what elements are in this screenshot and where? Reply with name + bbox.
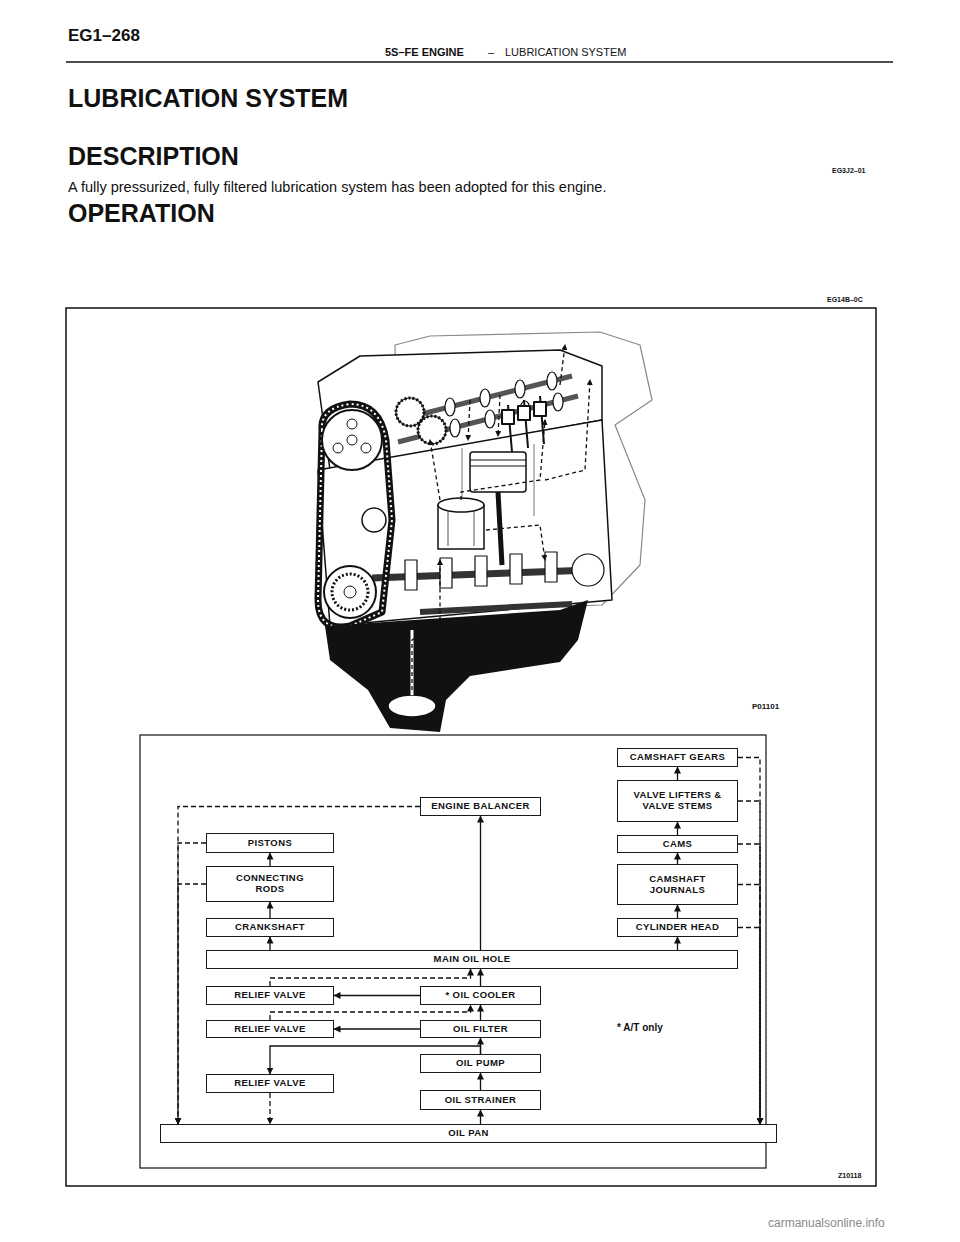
box-label: RELIEF VALVE bbox=[234, 990, 305, 1001]
process-box: OIL STRAINER bbox=[420, 1090, 541, 1110]
process-box: CAMSHAFT JOURNALS bbox=[617, 864, 738, 905]
engine-drawing bbox=[318, 332, 652, 732]
header-section: 5S–FE ENGINE bbox=[385, 46, 464, 58]
return-flow-arrow bbox=[738, 928, 760, 1125]
header-rule bbox=[66, 61, 893, 63]
oil-flow-arrow bbox=[677, 767, 678, 780]
return-flow-arrow bbox=[738, 801, 760, 1124]
chart-frame bbox=[140, 735, 766, 1168]
box-label: CAMSHAFT JOURNALS bbox=[640, 874, 716, 896]
description-text: A fully pressurized, fully filtered lubr… bbox=[68, 179, 606, 195]
box-label: CRANKSHAFT bbox=[235, 922, 305, 933]
box-label: * OIL COOLER bbox=[445, 990, 515, 1001]
box-label: PISTONS bbox=[248, 838, 292, 849]
box-label: CAMS bbox=[663, 839, 693, 850]
box-label: OIL STRAINER bbox=[445, 1095, 517, 1106]
watermark: carmanualsonline.info bbox=[768, 1216, 885, 1230]
box-label: CONNECTING RODS bbox=[234, 873, 306, 895]
box-label: RELIEF VALVE bbox=[234, 1024, 305, 1035]
oil-pan-band: OIL PAN bbox=[160, 1124, 777, 1143]
process-box: OIL PUMP bbox=[420, 1054, 541, 1073]
oil-flow-arrow bbox=[480, 1073, 481, 1090]
process-box: CONNECTING RODS bbox=[206, 866, 334, 902]
oil-flow-arrow bbox=[334, 995, 420, 996]
oil-flow-arrow bbox=[480, 1005, 481, 1020]
figure-code: P01101 bbox=[752, 702, 779, 711]
process-box: PISTONS bbox=[206, 833, 334, 853]
process-box: RELIEF VALVE bbox=[206, 1020, 334, 1038]
reference-code: EG14B–0C bbox=[827, 296, 863, 303]
figure-code: Z10118 bbox=[838, 1172, 861, 1179]
oil-flow-arrow bbox=[677, 822, 678, 835]
process-box: CRANKSHAFT bbox=[206, 918, 334, 937]
return-flow-arrow bbox=[738, 844, 760, 1124]
oil-flow-arrow bbox=[480, 816, 481, 950]
header-topic: LUBRICATION SYSTEM bbox=[505, 46, 626, 58]
figure-frame bbox=[66, 308, 876, 1186]
footnote: * A/T only bbox=[617, 1022, 663, 1033]
process-box: * OIL COOLER bbox=[420, 986, 541, 1005]
process-box: MAIN OIL HOLE bbox=[206, 950, 738, 969]
box-label: OIL PUMP bbox=[456, 1058, 505, 1069]
box-label: RELIEF VALVE bbox=[234, 1078, 305, 1089]
oil-flow-arrow bbox=[677, 905, 678, 918]
return-flow-arrow bbox=[270, 969, 471, 986]
page-number: EG1–268 bbox=[68, 26, 140, 46]
box-label: VALVE LIFTERS & VALVE STEMS bbox=[633, 790, 723, 812]
process-box: CAMSHAFT GEARS bbox=[617, 748, 738, 767]
oil-flow-arrow bbox=[334, 1028, 420, 1029]
header-dash: – bbox=[488, 46, 494, 58]
oil-flow-arrow bbox=[269, 937, 270, 950]
process-box: ENGINE BALANCER bbox=[420, 797, 541, 816]
process-box: RELIEF VALVE bbox=[206, 986, 334, 1005]
page-title: LUBRICATION SYSTEM bbox=[68, 84, 348, 113]
box-label: ENGINE BALANCER bbox=[431, 801, 529, 812]
return-flow-arrow bbox=[178, 884, 206, 1124]
return-flow-arrow bbox=[738, 885, 760, 1125]
process-box: RELIEF VALVE bbox=[206, 1074, 334, 1093]
section-heading: OPERATION bbox=[68, 199, 215, 228]
oil-flow-arrow bbox=[269, 853, 270, 866]
process-box: VALVE LIFTERS & VALVE STEMS bbox=[617, 780, 738, 822]
oil-flow-arrow bbox=[677, 853, 678, 864]
box-label: OIL PAN bbox=[448, 1128, 488, 1139]
return-flow-arrow bbox=[738, 758, 760, 1125]
reference-code: EG3J2–01 bbox=[832, 167, 865, 174]
oil-flow-arrow bbox=[269, 902, 270, 918]
oil-flow-arrow bbox=[677, 937, 678, 950]
process-box: OIL FILTER bbox=[420, 1020, 541, 1038]
box-label: CAMSHAFT GEARS bbox=[630, 752, 725, 763]
oil-flow-arrow bbox=[480, 969, 481, 986]
box-label: OIL FILTER bbox=[453, 1024, 508, 1035]
return-flow-arrow bbox=[269, 1093, 270, 1124]
process-box: CAMS bbox=[617, 835, 738, 853]
box-label: CYLINDER HEAD bbox=[636, 922, 719, 933]
return-flow-arrow bbox=[178, 843, 206, 1124]
return-flow-arrow bbox=[270, 1005, 471, 1020]
process-box: CYLINDER HEAD bbox=[617, 918, 738, 937]
box-label: MAIN OIL HOLE bbox=[434, 954, 511, 965]
section-heading: DESCRIPTION bbox=[68, 142, 239, 171]
oil-flow-arrow bbox=[480, 1110, 481, 1124]
